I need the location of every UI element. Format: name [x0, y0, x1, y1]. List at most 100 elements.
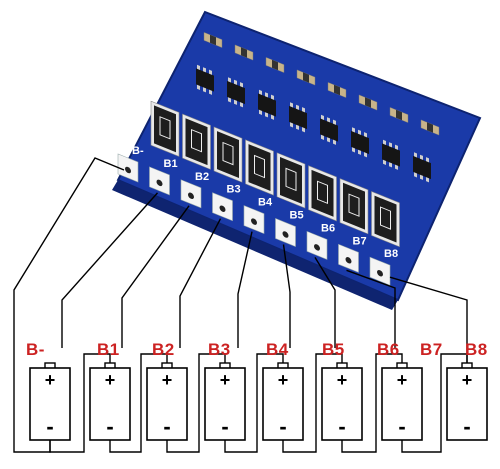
cell-label-3: B3 — [208, 340, 231, 359]
minus-sign: - — [463, 414, 470, 439]
pad-hole — [377, 269, 383, 277]
smd-part — [265, 57, 285, 73]
battery-cell-5: +- — [262, 362, 304, 441]
pad-hole — [345, 257, 352, 264]
smd-part — [389, 107, 409, 123]
plus-sign: + — [220, 370, 231, 390]
pad-hole — [219, 205, 226, 212]
mosfet-ic — [413, 152, 431, 183]
minus-sign: - — [398, 414, 405, 439]
power-resistor — [245, 139, 274, 196]
mosfet-ic — [196, 64, 214, 95]
smd-part — [420, 119, 440, 136]
cell-label-1: B1 — [97, 340, 120, 359]
pad-0: B- — [117, 145, 144, 183]
cell-label-7: B7 — [420, 340, 443, 359]
plus-sign: + — [462, 370, 473, 390]
power-resistor — [182, 113, 211, 170]
cell-label-2: B2 — [152, 340, 175, 359]
cell-body — [204, 367, 246, 441]
pad-label-3: B3 — [227, 184, 241, 196]
wire-b7 — [346, 269, 396, 348]
series-wire-3 — [166, 353, 226, 453]
mosfet-ic — [227, 77, 245, 108]
series-wire-6 — [341, 353, 403, 453]
plus-sign: + — [105, 370, 116, 390]
series-wire-5 — [282, 353, 343, 453]
pad-2: B2 — [180, 171, 209, 209]
power-resistor — [308, 165, 337, 222]
pad-hole — [282, 231, 289, 238]
battery-cell-3: +- — [146, 362, 188, 441]
wire-b3 — [179, 218, 222, 348]
pad-7: B7 — [338, 235, 367, 273]
battery-cell-7: +- — [381, 362, 423, 441]
smd-part — [203, 32, 223, 48]
battery-cell-1: +- — [29, 362, 71, 441]
battery-cell-2: +- — [89, 362, 131, 441]
series-wire-4 — [224, 353, 284, 453]
wire-b4 — [237, 231, 253, 348]
power-resistor — [371, 191, 400, 248]
mosfet-ic — [289, 102, 307, 133]
pad-hole — [125, 166, 131, 174]
minus-sign: - — [338, 414, 345, 439]
pad-label-1: B1 — [164, 158, 178, 170]
cell-body — [29, 367, 71, 441]
mosfet-ic — [320, 114, 338, 145]
pad-label-7: B7 — [353, 235, 367, 247]
cell-body — [89, 367, 131, 441]
battery-cell-6: +- — [321, 362, 363, 441]
minus-sign: - — [106, 414, 113, 439]
minus-sign: - — [46, 414, 53, 439]
plus-sign: + — [45, 370, 56, 390]
cell-body — [146, 367, 188, 441]
cell-label-0: B- — [26, 340, 45, 359]
pad-label-6: B6 — [321, 222, 335, 234]
wire-b8 — [389, 276, 468, 363]
smd-part — [358, 94, 378, 111]
plus-sign: + — [397, 370, 408, 390]
battery-cells: +-+-+-+-+-+-+-+- — [29, 362, 488, 441]
wire-b5 — [282, 244, 291, 348]
pad-8: B8 — [369, 248, 398, 286]
smd-part — [234, 44, 254, 61]
pad-3: B3 — [212, 184, 241, 222]
power-resistor — [213, 126, 243, 183]
smd-part — [296, 69, 316, 86]
minus-sign: - — [279, 414, 286, 439]
pad-1: B1 — [149, 158, 178, 196]
cell-label-6: B6 — [377, 340, 400, 359]
pad-label-5: B5 — [290, 210, 304, 222]
pad-hole — [156, 179, 163, 187]
cell-body — [262, 367, 304, 441]
minus-sign: - — [163, 414, 170, 439]
pad-hole — [251, 218, 257, 225]
battery-cell-8: +- — [446, 362, 488, 441]
wires — [13, 157, 468, 453]
cell-body — [381, 367, 423, 441]
wire-b2 — [121, 205, 190, 348]
pad-label-0: B- — [132, 145, 144, 157]
wire-b6 — [314, 257, 336, 348]
mosfet-ic — [382, 139, 400, 170]
pad-hole — [314, 244, 320, 251]
plus-sign: + — [278, 370, 289, 390]
minus-sign: - — [221, 414, 228, 439]
pad-6: B6 — [306, 222, 335, 260]
pad-label-8: B8 — [384, 248, 398, 260]
pad-label-2: B2 — [195, 171, 209, 183]
battery-cell-4: +- — [204, 362, 246, 441]
mosfet-ic — [351, 127, 369, 158]
cell-label-5: B5 — [322, 340, 345, 359]
cell-label-4: B4 — [266, 340, 289, 359]
wire-b1 — [61, 192, 159, 348]
series-wire-2 — [109, 353, 168, 453]
power-resistor — [276, 152, 306, 209]
smd-part — [327, 82, 347, 98]
board-components — [150, 32, 440, 248]
power-resistor — [150, 100, 180, 157]
